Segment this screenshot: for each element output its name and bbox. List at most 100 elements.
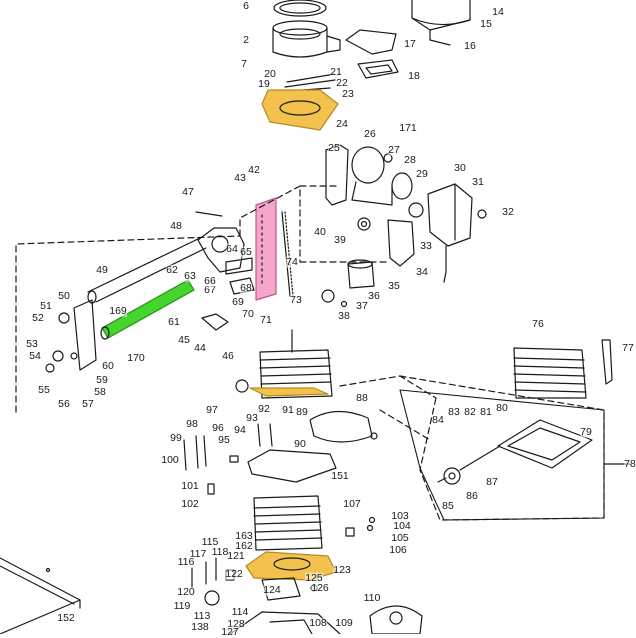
part-88-plate <box>309 410 378 443</box>
callout-label: 27 <box>388 143 400 156</box>
part-26-motor <box>325 144 413 206</box>
callout-label: 95 <box>218 433 230 446</box>
part-2-lamp-housing <box>272 20 341 58</box>
part-120-gear <box>204 577 318 606</box>
callout-label: 26 <box>364 127 376 140</box>
part-110-housing <box>369 605 423 634</box>
callout-label: 71 <box>260 313 272 326</box>
callout-label: 98 <box>186 417 198 430</box>
callout-label: 66 <box>204 274 216 287</box>
callout-label: 60 <box>102 359 114 372</box>
part-39-gear <box>357 217 371 231</box>
flange-highlighted <box>249 387 329 397</box>
callout-label: 43 <box>234 171 246 184</box>
callout-label: 109 <box>335 616 353 629</box>
callout-label: 92 <box>258 402 270 415</box>
callout-label: 162 <box>235 539 253 552</box>
callout-label: 35 <box>388 279 400 292</box>
part-107-bellows <box>253 495 323 551</box>
callout-label: 83 <box>448 405 460 418</box>
callout-label: 25 <box>328 141 340 154</box>
callout-label: 39 <box>334 233 346 246</box>
part-15-housing <box>411 0 471 46</box>
callout-label: 163 <box>235 529 253 542</box>
part-76-bellows <box>513 347 587 399</box>
callout-label: 42 <box>248 163 260 176</box>
callout-label: 29 <box>416 167 428 180</box>
callout-label: 104 <box>393 519 411 532</box>
callout-label: 106 <box>389 543 407 556</box>
callout-label: 122 <box>225 567 243 580</box>
callout-label: 120 <box>177 585 195 598</box>
callout-label: 21 <box>330 65 342 78</box>
part-66-bracket <box>225 257 255 295</box>
callout-label: 2 <box>243 33 249 46</box>
callout-label: 49 <box>96 263 108 276</box>
callout-label: 119 <box>173 599 191 612</box>
callout-label: 102 <box>181 497 199 510</box>
callout-label: 121 <box>227 549 245 562</box>
callout-label: 47 <box>182 185 194 198</box>
part-17-plate <box>345 29 397 55</box>
callout-label: 170 <box>127 351 145 364</box>
callout-label: 86 <box>466 489 478 502</box>
callout-label: 80 <box>496 401 508 414</box>
callout-label: 7 <box>241 57 247 70</box>
part-77-tool <box>601 339 613 385</box>
callout-label: 67 <box>204 283 216 296</box>
callout-label: 70 <box>242 307 254 320</box>
part-30-gearbox <box>408 183 487 247</box>
part-78-frame <box>399 389 605 521</box>
callout-label: 107 <box>343 497 361 510</box>
callout-label: 90 <box>294 437 306 450</box>
callout-label: 22 <box>336 76 348 89</box>
part-79-tray <box>497 419 593 469</box>
callout-label: 28 <box>404 153 416 166</box>
callout-label: 138 <box>191 620 209 633</box>
callout-label: 93 <box>246 411 258 424</box>
callout-label: 169 <box>109 304 127 317</box>
callout-label: 105 <box>391 531 409 544</box>
callout-label: 94 <box>234 423 246 436</box>
callout-label: 115 <box>201 535 219 548</box>
callout-label: 97 <box>206 403 218 416</box>
callout-label: 65 <box>240 245 252 258</box>
callout-label: 103 <box>391 509 409 522</box>
callout-label: 52 <box>32 311 44 324</box>
callout-label: 20 <box>264 67 276 80</box>
parts-20-23-screws <box>284 73 336 92</box>
callout-label: 100 <box>161 453 179 466</box>
part-108-plate <box>229 611 341 634</box>
part-44-clip <box>201 313 229 331</box>
part-61-rod-highlighted <box>100 279 195 340</box>
callout-label: 171 <box>399 121 417 134</box>
callout-label: 16 <box>464 39 476 52</box>
callout-label: 34 <box>416 265 428 278</box>
callout-label: 151 <box>331 469 349 482</box>
callout-label: 46 <box>222 349 234 362</box>
callout-label: 44 <box>194 341 206 354</box>
callout-label: 6 <box>243 0 249 12</box>
part-6-ring <box>273 0 327 17</box>
callout-label: 55 <box>38 383 50 396</box>
callout-label: 37 <box>356 299 368 312</box>
callout-label: 59 <box>96 373 108 386</box>
part-18-gasket <box>357 59 399 79</box>
assembly-boundary-lines <box>15 185 605 521</box>
part-86-gear <box>437 445 501 485</box>
callout-label: 127 <box>221 625 239 638</box>
callout-label: 45 <box>178 333 190 346</box>
callout-label: 57 <box>82 397 94 410</box>
part-60-mount <box>45 299 97 373</box>
callout-label: 51 <box>40 299 52 312</box>
callout-label: 152 <box>57 611 75 624</box>
callout-label: 30 <box>454 161 466 174</box>
callout-label: 33 <box>420 239 432 252</box>
center-bellows <box>235 329 333 399</box>
callout-label: 19 <box>258 77 270 90</box>
callout-label: 78 <box>624 457 636 470</box>
callout-label: 77 <box>622 341 634 354</box>
callout-label: 82 <box>464 405 476 418</box>
callout-label: 91 <box>282 403 294 416</box>
